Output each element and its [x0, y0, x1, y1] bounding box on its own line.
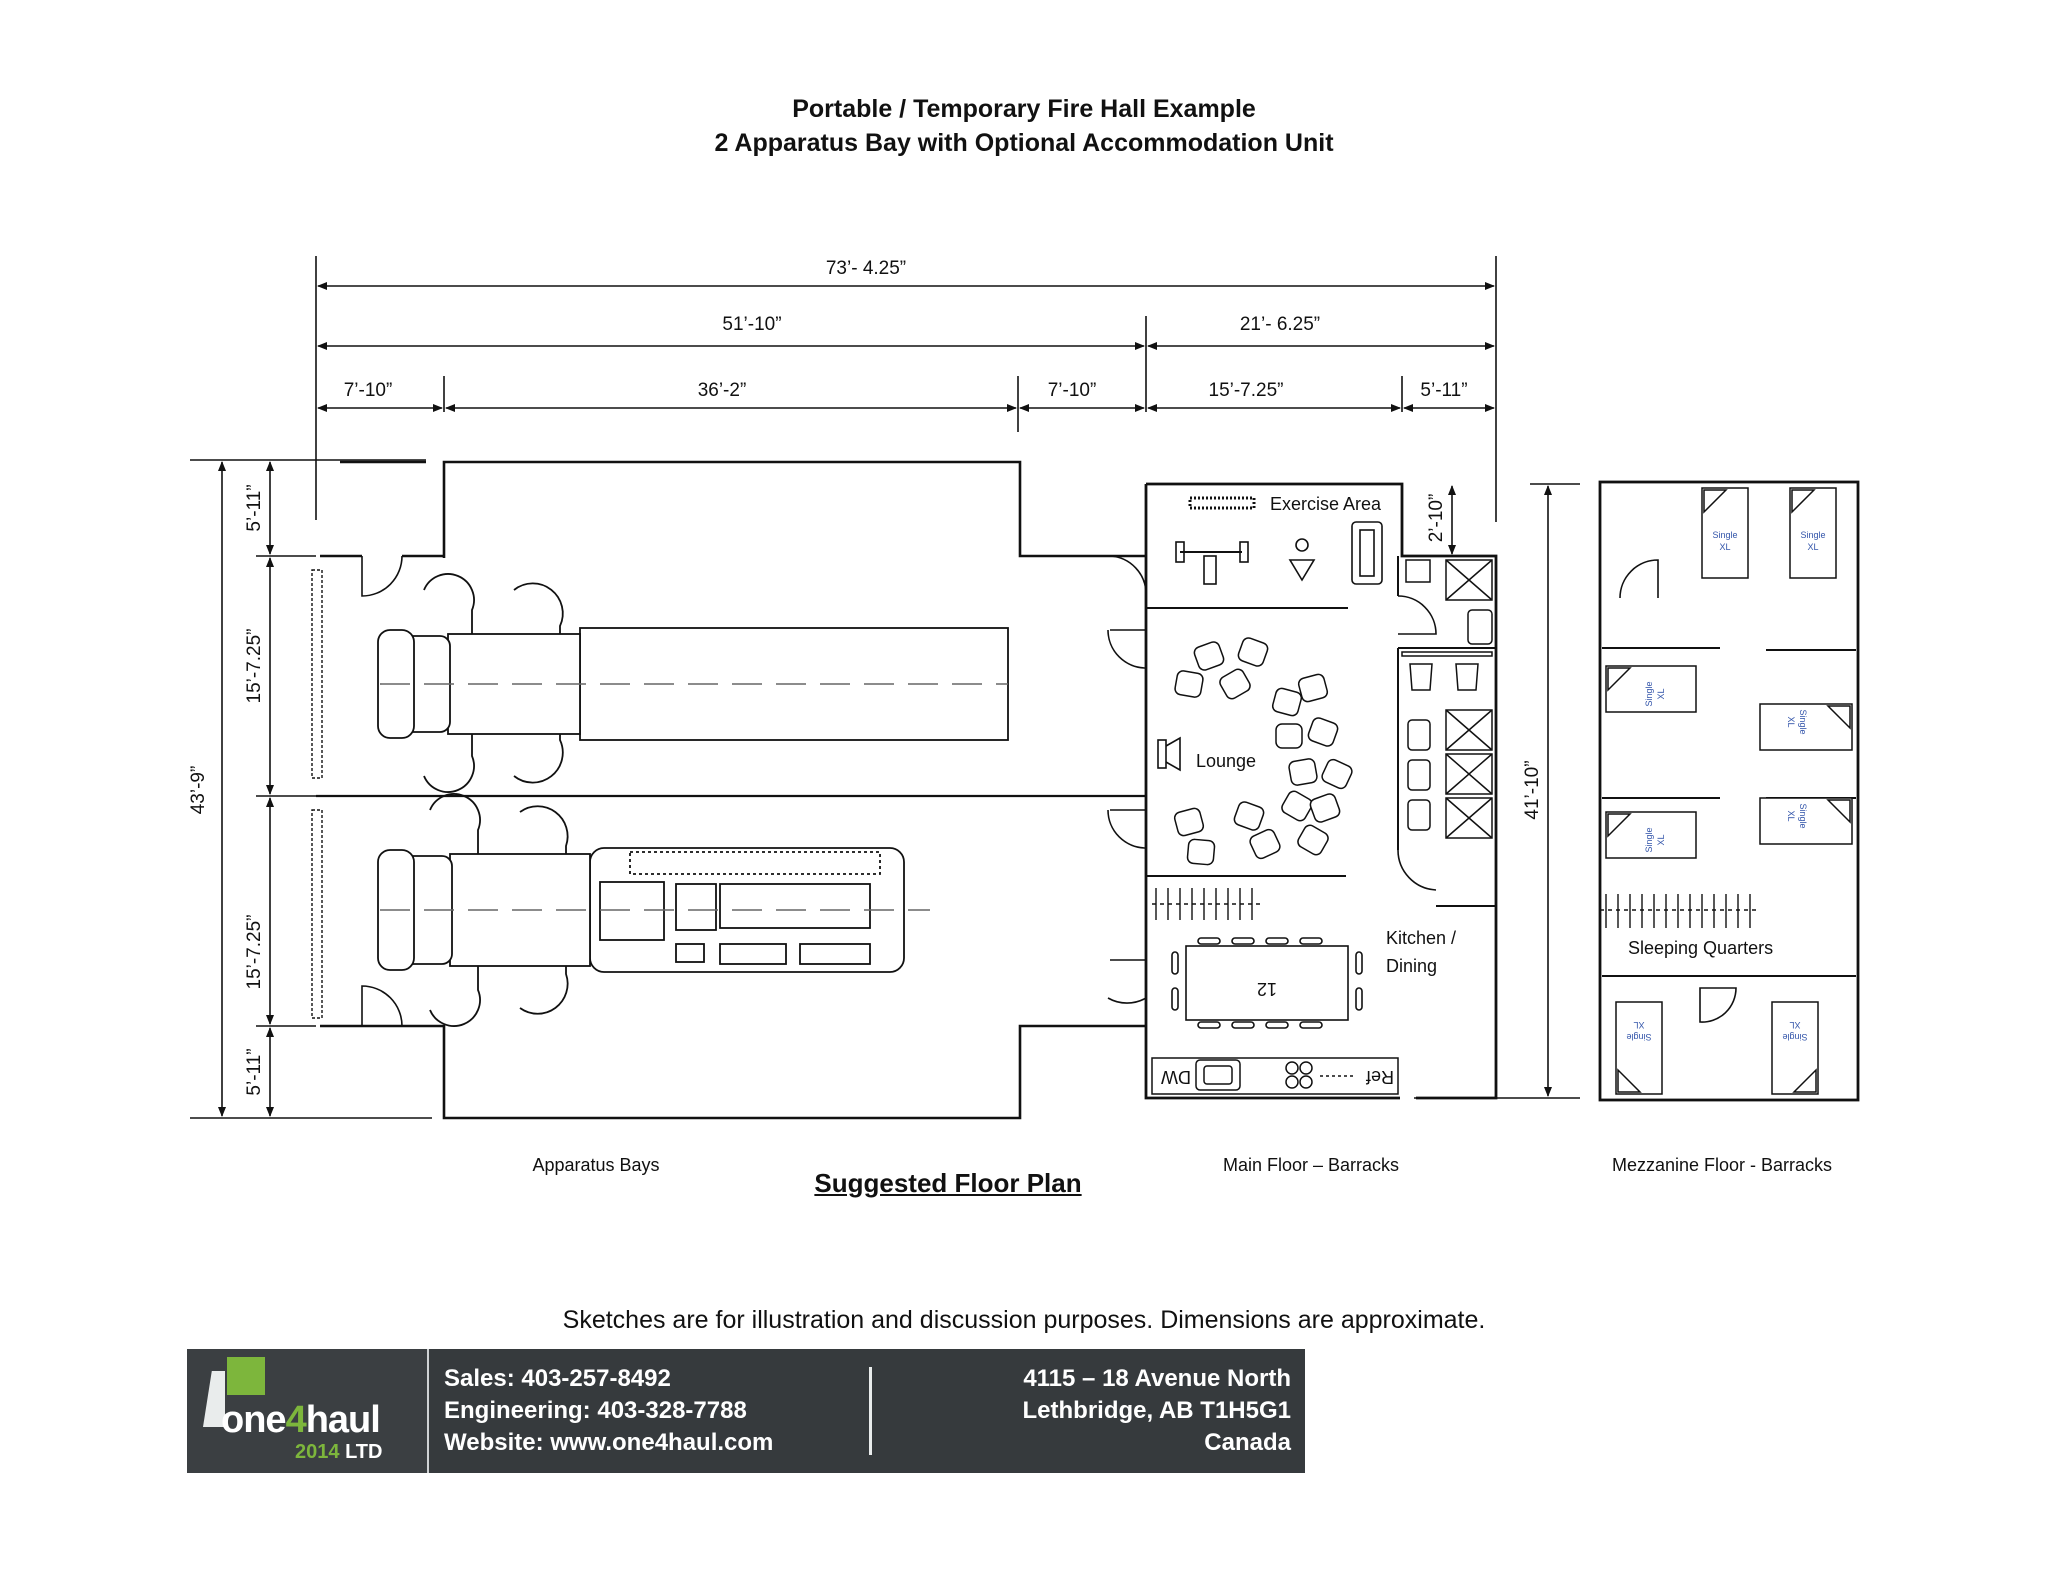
bed-8-label-2: XL [1789, 1020, 1800, 1030]
bed-6-label-2: XL [1786, 810, 1796, 821]
main-floor-outline [1144, 482, 1498, 1100]
dining-table [1171, 937, 1363, 1029]
dim-barracks-depth: 41’-10” [1522, 760, 1543, 819]
logo-mark-green [227, 1357, 265, 1395]
mezzanine-beds [1605, 487, 1853, 1095]
bed-5-label-2: XL [1656, 834, 1666, 845]
room-sleeping-quarters: Sleeping Quarters [1628, 938, 1773, 958]
overhead-doors [311, 569, 323, 1019]
address-line-1: 4115 – 18 Avenue North [1023, 1365, 1291, 1392]
dishwasher-label: DW [1161, 1067, 1191, 1087]
dim-v-bay1: 15’-7.25” [244, 629, 265, 704]
bed-3-label-1: Single [1644, 681, 1654, 706]
bed-3-label-2: XL [1656, 688, 1666, 699]
bed-1-label-2: XL [1719, 542, 1730, 552]
engineering-phone: Engineering: 403-328-7788 [444, 1397, 747, 1424]
dim-v-bay2: 15’-7.25” [244, 915, 265, 990]
truck-2 [377, 793, 930, 1027]
logo-subtitle: 2014 LTD [295, 1441, 383, 1463]
room-lounge: Lounge [1196, 751, 1256, 771]
contact-info: Sales: 403-257-8492 Engineering: 403-328… [444, 1363, 773, 1459]
title-line-1: Portable / Temporary Fire Hall Example [792, 95, 1256, 123]
dim-seg-bath: 5’-11” [1420, 380, 1467, 401]
address: 4115 – 18 Avenue North Lethbridge, AB T1… [1023, 1363, 1291, 1459]
footer-divider [869, 1367, 872, 1455]
dim-seg-left: 7’-10” [344, 380, 393, 401]
address-line-3: Canada [1204, 1429, 1291, 1456]
bed-8-label-1: Single [1782, 1032, 1807, 1042]
dim-v-bottom: 5’-11” [244, 1048, 265, 1095]
truck-1 [377, 573, 1009, 793]
dim-seg-bay: 36’-2” [698, 380, 747, 401]
bed-2-label-1: Single [1800, 530, 1825, 540]
floor-plan-diagram: 73’- 4.25” 51’-10” 21’- 6.25” 7’-10” 36’… [188, 256, 1860, 1175]
dim-overall-width: 73’- 4.25” [826, 258, 906, 279]
section-mezzanine: Mezzanine Floor - Barracks [1612, 1155, 1832, 1175]
logo-wordmark: one4haul [221, 1399, 381, 1441]
horizontal-dimensions [315, 256, 1497, 522]
section-main-floor: Main Floor – Barracks [1223, 1155, 1399, 1175]
bed-2-label-2: XL [1807, 542, 1818, 552]
vertical-dimensions [190, 459, 1580, 1119]
bathroom-fixtures [1401, 559, 1493, 839]
room-kitchen-line1: Kitchen / [1386, 928, 1456, 948]
dim-seg-right: 7’-10” [1048, 380, 1097, 401]
address-line-2: Lethbridge, AB T1H5G1 [1022, 1397, 1291, 1424]
bed-7-label-1: Single [1626, 1032, 1651, 1042]
room-kitchen-line2: Dining [1386, 956, 1437, 976]
lounge-chairs [1173, 637, 1353, 866]
company-logo: one4haul 2014 LTD [187, 1349, 429, 1473]
disclaimer: Sketches are for illustration and discus… [562, 1306, 1486, 1334]
stairs-main [1152, 888, 1262, 920]
section-apparatus-bays: Apparatus Bays [532, 1155, 659, 1175]
bed-5-label-1: Single [1644, 827, 1654, 852]
bed-1-label-1: Single [1712, 530, 1737, 540]
exercise-equipment [1175, 496, 1383, 585]
dim-overall-depth: 43’-9” [188, 766, 209, 815]
fridge-label: Ref [1365, 1067, 1394, 1087]
bed-4-label-2: XL [1786, 716, 1796, 727]
bed-4-label-1: Single [1798, 709, 1808, 734]
dim-bays-width: 51’-10” [722, 314, 781, 335]
bed-7-label-2: XL [1633, 1020, 1644, 1030]
dim-exercise-offset: 2’-10” [1426, 494, 1447, 543]
kitchen-counter [1151, 1057, 1399, 1095]
plan-caption: Suggested Floor Plan [814, 1168, 1082, 1198]
mezzanine-stairs [1600, 894, 1760, 928]
bed-6-label-1: Single [1798, 803, 1808, 828]
company-footer: one4haul 2014 LTD Sales: 403-257-8492 En… [187, 1349, 1305, 1473]
sales-phone: Sales: 403-257-8492 [444, 1365, 671, 1392]
table-seat-count: 12 [1257, 979, 1277, 999]
website: Website: www.one4haul.com [444, 1429, 774, 1456]
dim-v-top: 5’-11” [244, 484, 265, 531]
tv-icon [1157, 736, 1181, 772]
title-line-2: 2 Apparatus Bay with Optional Accommodat… [714, 129, 1334, 157]
room-exercise-area: Exercise Area [1270, 494, 1382, 514]
dim-seg-room: 15’-7.25” [1209, 380, 1284, 401]
dim-barracks-width: 21’- 6.25” [1240, 314, 1320, 335]
